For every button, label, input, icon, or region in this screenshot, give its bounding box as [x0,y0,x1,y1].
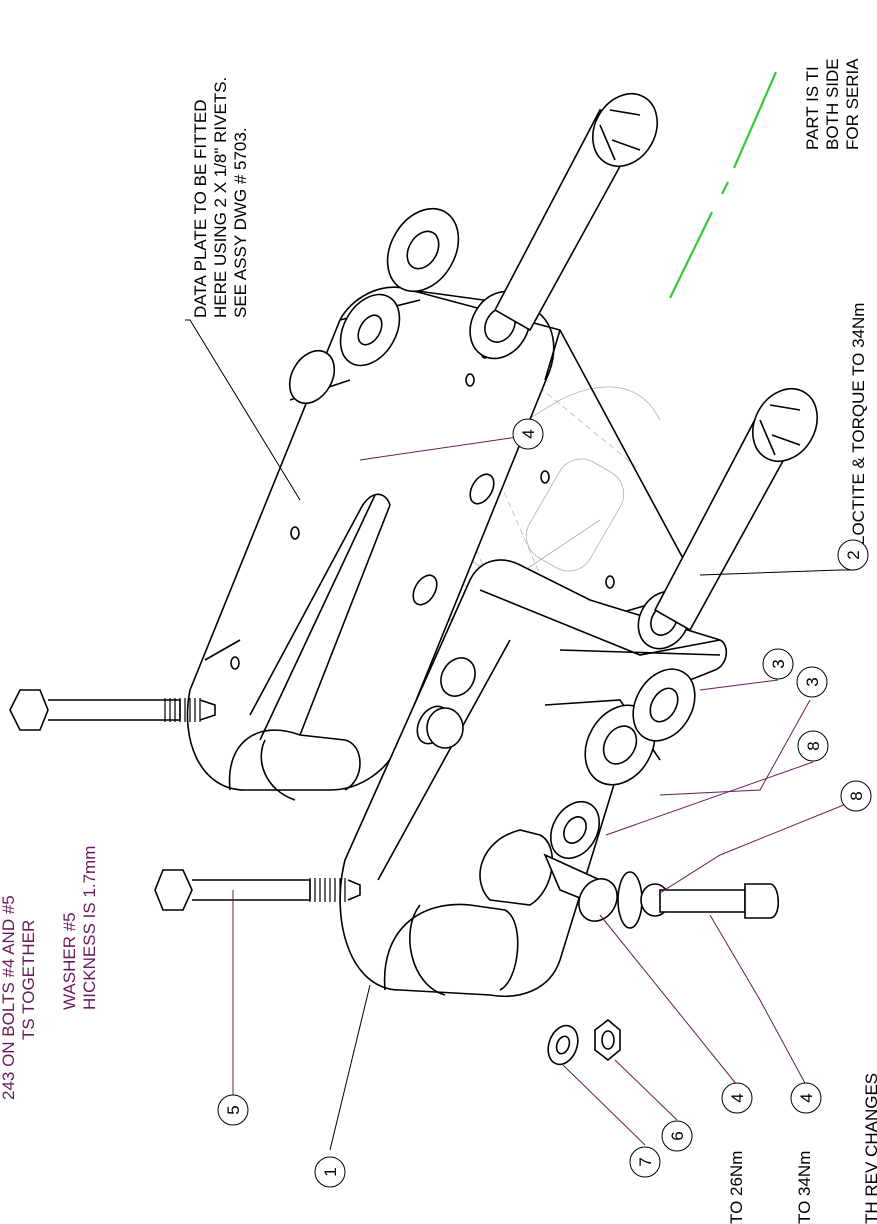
bolt-upper [9,689,216,731]
centerline-segment [721,181,729,195]
balloon-2-label: 2 [844,550,863,559]
top-notes: DATA PLATE TO BE FITTED HERE USING 2 X 1… [191,58,868,545]
upper-curved-end [228,729,361,791]
leader-4a [359,435,525,461]
balloon-4c-label: 4 [797,1093,816,1102]
balloon-4b: 4 [721,1082,753,1114]
balloon-5-label: 5 [224,1105,243,1114]
balloon-6-label: 6 [668,1131,687,1140]
castle-nut [543,853,618,922]
note-data-plate-line3: SEE ASSY DWG # 5703. [231,127,250,318]
balloon-4b-label: 4 [728,1093,747,1102]
note-part-line1: PART IS TI [803,66,822,150]
balloon-4a-label: 4 [519,429,538,438]
balloon-7: 7 [629,1146,661,1178]
leaders [185,319,857,1151]
balloon-3a-label: 3 [769,659,788,668]
lower-slot [479,829,554,906]
leader-4b [599,914,738,1086]
centerline-segment [732,71,778,169]
balloon-6: 6 [661,1120,693,1152]
note-torque-34: TO 34Nm [795,1151,814,1224]
note-washer-line2: HICKNESS IS 1.7mm [80,846,99,1010]
bolt-item4-lower [617,871,780,929]
leader-data-plate [185,319,301,501]
balloon-3b-label: 3 [803,677,822,686]
note-part-line3: FOR SERIA [843,58,862,150]
balloon-8b-label: 8 [847,791,866,800]
shaft-lower [653,388,818,632]
upper-slot [249,493,391,736]
leader-6 [614,1059,678,1121]
leader-4c [709,914,807,1086]
note-washer-line1: WASHER #5 [60,912,79,1010]
balloon-4c: 4 [790,1082,822,1114]
balloon-8b: 8 [840,780,872,812]
balloon-7-label: 7 [636,1157,655,1166]
washer-nut-stack [426,707,621,1066]
balloons: 1 2 3 3 4 4 4 5 [217,418,872,1188]
centerline [669,71,778,299]
note-loctite-torque: LOCTITE & TORQUE TO 34Nm [849,303,868,545]
note-part-line2: BOTH SIDE [823,58,842,150]
note-loctite-bolts-line2: TS TOGETHER [19,920,38,1040]
leader-1 [329,984,371,1151]
bolt-lower [154,869,361,911]
balloon-3a: 3 [762,648,794,680]
lower-block-face [339,559,728,997]
balloon-1: 1 [314,1156,346,1188]
centerline-segment [669,211,713,299]
leader-7 [562,1064,646,1146]
note-rev-changes: TH REV CHANGES [862,1073,877,1224]
balloon-8a: 8 [797,730,829,762]
note-torque-26: TO 26Nm [727,1151,746,1224]
balloon-8a-label: 8 [804,741,823,750]
shaft-upper [493,93,658,332]
note-loctite-bolts-line1: 243 ON BOLTS #4 AND #5 [0,895,18,1100]
shaft-lower-head [752,388,818,462]
balloon-3b: 3 [796,666,828,698]
shaft-upper-head [592,93,658,167]
left-notes: 243 ON BOLTS #4 AND #5 TS TOGETHER WASHE… [0,846,877,1224]
leader-2 [699,569,853,576]
leader-3a [699,679,779,691]
balloon-4a: 4 [512,418,544,450]
lower-curved-end [383,903,519,991]
balloon-5: 5 [217,1094,249,1126]
leader-3b [659,699,811,796]
note-data-plate-line2: HERE USING 2 X 1/8" RIVETS. [211,77,230,318]
balloon-2: 2 [837,539,869,571]
note-data-plate-line1: DATA PLATE TO BE FITTED [191,99,210,318]
balloon-1-label: 1 [321,1167,340,1176]
leader-8b [659,799,857,894]
leader-8a [605,761,814,836]
